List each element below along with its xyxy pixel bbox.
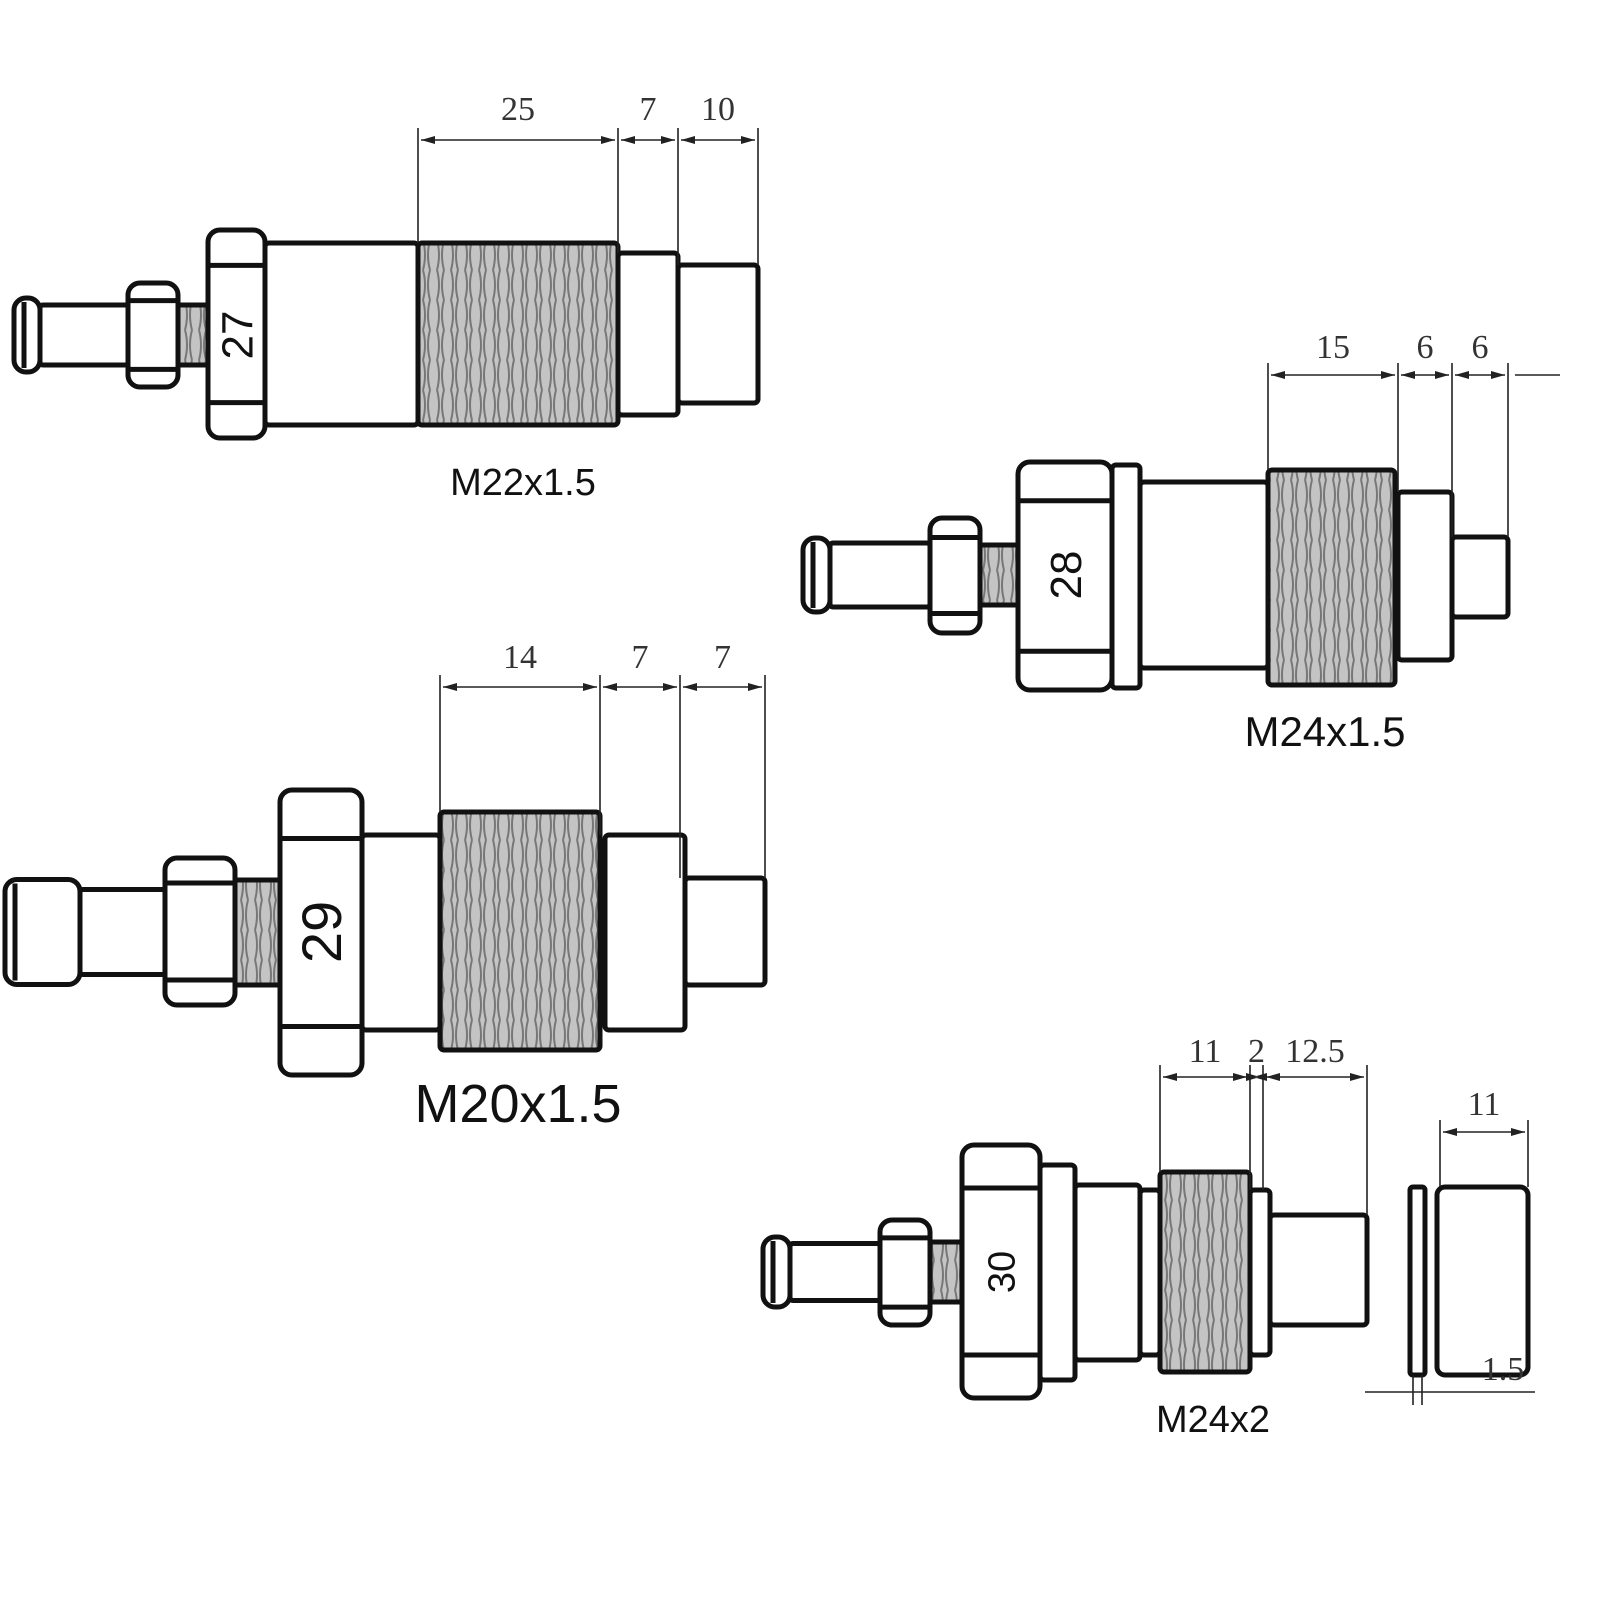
dimension-label: 6 (1417, 329, 1434, 366)
hex-nut (1015, 459, 1115, 693)
tip (1267, 1212, 1370, 1328)
connector-thread (977, 542, 1021, 608)
wrench-size-label: 27 (213, 311, 262, 360)
dimension-label: 1.5 (1482, 1351, 1525, 1388)
thread-section (415, 240, 621, 428)
quick-coupler-plug (800, 535, 933, 615)
hex-nut (277, 787, 365, 1078)
dimension-label: 12.5 (1285, 1033, 1345, 1070)
collar (615, 250, 681, 418)
dimension-label: 11 (1189, 1033, 1222, 1070)
dimension-label: 7 (632, 639, 649, 676)
hex-nut (205, 227, 268, 441)
plug-body (787, 1241, 883, 1303)
thread-section (1157, 1169, 1253, 1375)
connector-thread (232, 877, 283, 988)
adapter-body (262, 240, 421, 428)
quick-coupler-plug (760, 1234, 883, 1310)
tip (675, 262, 761, 406)
connector-thread (927, 1239, 965, 1305)
flange (1037, 1162, 1078, 1383)
small-hex-nut (877, 1217, 933, 1328)
arrowhead-icon (1401, 371, 1449, 379)
wrench-size-label: 28 (1042, 551, 1091, 600)
thread-section (437, 809, 603, 1053)
connector-thread (175, 302, 211, 368)
plug-body (37, 302, 133, 368)
dimension-label: 10 (701, 91, 735, 128)
adapter-body (359, 832, 443, 1033)
dimension-label: 14 (503, 639, 537, 676)
arrowhead-icon (1455, 371, 1505, 379)
adapter-body (1137, 479, 1271, 671)
dimension-label: 25 (501, 91, 535, 128)
dimension-label: 11 (1468, 1086, 1501, 1123)
arrowhead-icon (1271, 371, 1395, 379)
hex-nut-body (959, 1142, 1043, 1401)
cap (1434, 1184, 1531, 1378)
thread-section (1265, 467, 1398, 688)
cap-and-washer: 111.5 (1365, 1086, 1535, 1405)
thread-size-label: M20x1.5 (414, 1074, 621, 1134)
small-hex-nut (125, 280, 181, 390)
hex-nut-body (205, 227, 268, 441)
wrench-size-label: 29 (290, 901, 353, 963)
ring (1137, 1187, 1163, 1358)
dimension-label: 7 (714, 639, 731, 676)
collar (1247, 1187, 1273, 1358)
dimension-label: 2 (1248, 1033, 1265, 1070)
hex-nut (959, 1142, 1043, 1401)
tip (1449, 534, 1511, 620)
plug-body (77, 887, 168, 977)
thread-size-label: M24x1.5 (1244, 708, 1405, 755)
small-hex-nut-body (162, 855, 238, 1008)
hex-nut-body (1015, 459, 1115, 693)
quick-coupler-plug (2, 877, 168, 987)
plug-nose (11, 295, 43, 375)
plug-body (827, 540, 933, 610)
plug-nose (800, 535, 833, 615)
wrench-size-label: 30 (982, 1251, 1024, 1293)
small-hex-nut (162, 855, 238, 1008)
hex-nut-body (277, 787, 365, 1078)
dimension-label: 6 (1472, 329, 1489, 366)
thread-size-label: M22x1.5 (450, 462, 596, 504)
tapered-body (1072, 1182, 1143, 1363)
flange (1109, 462, 1143, 691)
dimension-label: 7 (640, 91, 657, 128)
small-hex-nut (927, 515, 983, 636)
tip (682, 875, 768, 988)
quick-coupler-plug (11, 295, 133, 375)
arrowhead-icon (1246, 1073, 1267, 1081)
plug-nose (760, 1234, 793, 1310)
washer (1407, 1184, 1428, 1378)
thread-size-label: M24x2 (1156, 1399, 1270, 1441)
collar (602, 832, 688, 1033)
arrowhead-icon (621, 136, 675, 144)
collar (1395, 489, 1455, 663)
dimension-label: 15 (1316, 329, 1350, 366)
